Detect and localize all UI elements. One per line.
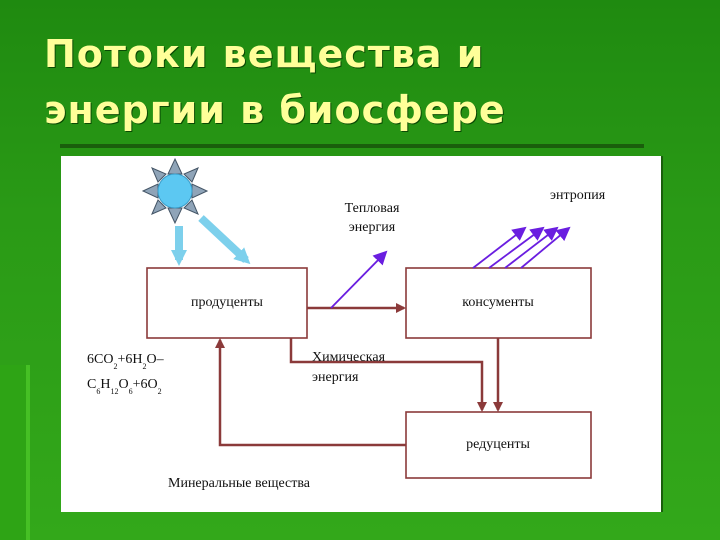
producers-box [146, 267, 308, 339]
consumers-box [405, 267, 592, 339]
thermal-energy-label-line-2: энергия [349, 220, 396, 235]
decorative-bar-top [60, 144, 644, 148]
consumers-label: консументы [462, 295, 534, 310]
chemical-energy-label-line-1: Химическая [312, 350, 386, 365]
entropy-arrow [504, 226, 559, 269]
equation-subscript: 6 [96, 387, 100, 396]
producers-label: продуценты [191, 295, 264, 310]
equation-term: H [100, 377, 110, 392]
slide-title-line-1: Потоки вещества и [44, 32, 485, 76]
flow-arrow-producers-to-reducers [289, 338, 487, 412]
minerals-label: Минеральные вещества [168, 476, 311, 491]
entropy-arrow [520, 226, 571, 269]
slide-title-line-2: энергии в биосфере [44, 88, 506, 132]
reducers-box [405, 411, 592, 479]
equation-subscript: 2 [113, 362, 117, 371]
equation-subscript: 12 [110, 387, 118, 396]
flow-diagram: продуценты консументы редуценты энтропия… [87, 157, 606, 491]
thermal-energy-label-line-1: Тепловая [345, 201, 400, 216]
entropy-arrow [488, 226, 545, 269]
thermal-energy-arrow [330, 250, 388, 309]
equation-line-2: C6H12O6+6O2 [87, 377, 162, 396]
equation-term: +6O [133, 377, 158, 392]
equation-term: +6H [117, 352, 142, 367]
chemical-energy-label-line-2: энергия [312, 370, 359, 385]
sun-icon [141, 157, 209, 225]
equation-line-1: 6CO2+6H2O– [87, 352, 165, 371]
equation-term: C [87, 377, 96, 392]
flow-arrow-minerals-to-producers [215, 338, 406, 447]
equation-term: O– [146, 352, 164, 367]
photosynthesis-equation: 6CO2+6H2O– C6H12O6+6O2 [87, 352, 165, 396]
slide-title: Потоки вещества и энергии в биосфере [44, 26, 684, 138]
decorative-band [0, 365, 26, 540]
entropy-arrow [472, 226, 527, 269]
equation-term: O [118, 377, 128, 392]
diagram-panel: продуценты консументы редуценты энтропия… [61, 156, 663, 512]
entropy-label: энтропия [550, 188, 606, 203]
equation-subscript: 6 [129, 387, 133, 396]
equation-term: 6CO [87, 352, 113, 367]
decorative-bar-left [26, 365, 30, 540]
sunlight-arrow [198, 215, 251, 265]
equation-subscript: 2 [158, 387, 162, 396]
reducers-label: редуценты [466, 437, 530, 452]
equation-subscript: 2 [142, 362, 146, 371]
